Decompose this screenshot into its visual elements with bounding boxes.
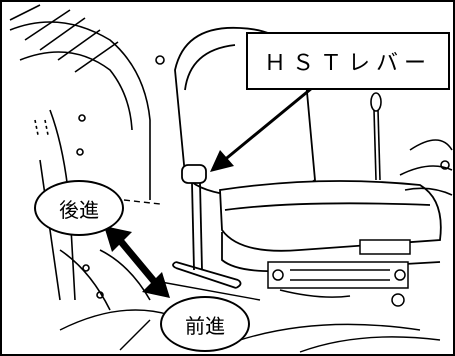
double-headed-arrow-icon	[104, 226, 170, 298]
forward-label: 前進	[160, 296, 250, 352]
reverse-label: 後進	[34, 180, 124, 236]
seat-cushion	[219, 180, 442, 273]
hst-lever-label: ＨＳＴレバー	[246, 32, 450, 90]
floor-lines	[59, 279, 441, 353]
reverse-dashed-line	[123, 199, 161, 205]
pointer-arrow-icon	[210, 86, 313, 172]
rear-lever	[370, 92, 382, 181]
hst-lever-shaft	[172, 164, 242, 289]
right-side-controls	[399, 139, 453, 196]
left-fender	[9, 4, 165, 311]
seat-slide-rail	[267, 239, 411, 307]
